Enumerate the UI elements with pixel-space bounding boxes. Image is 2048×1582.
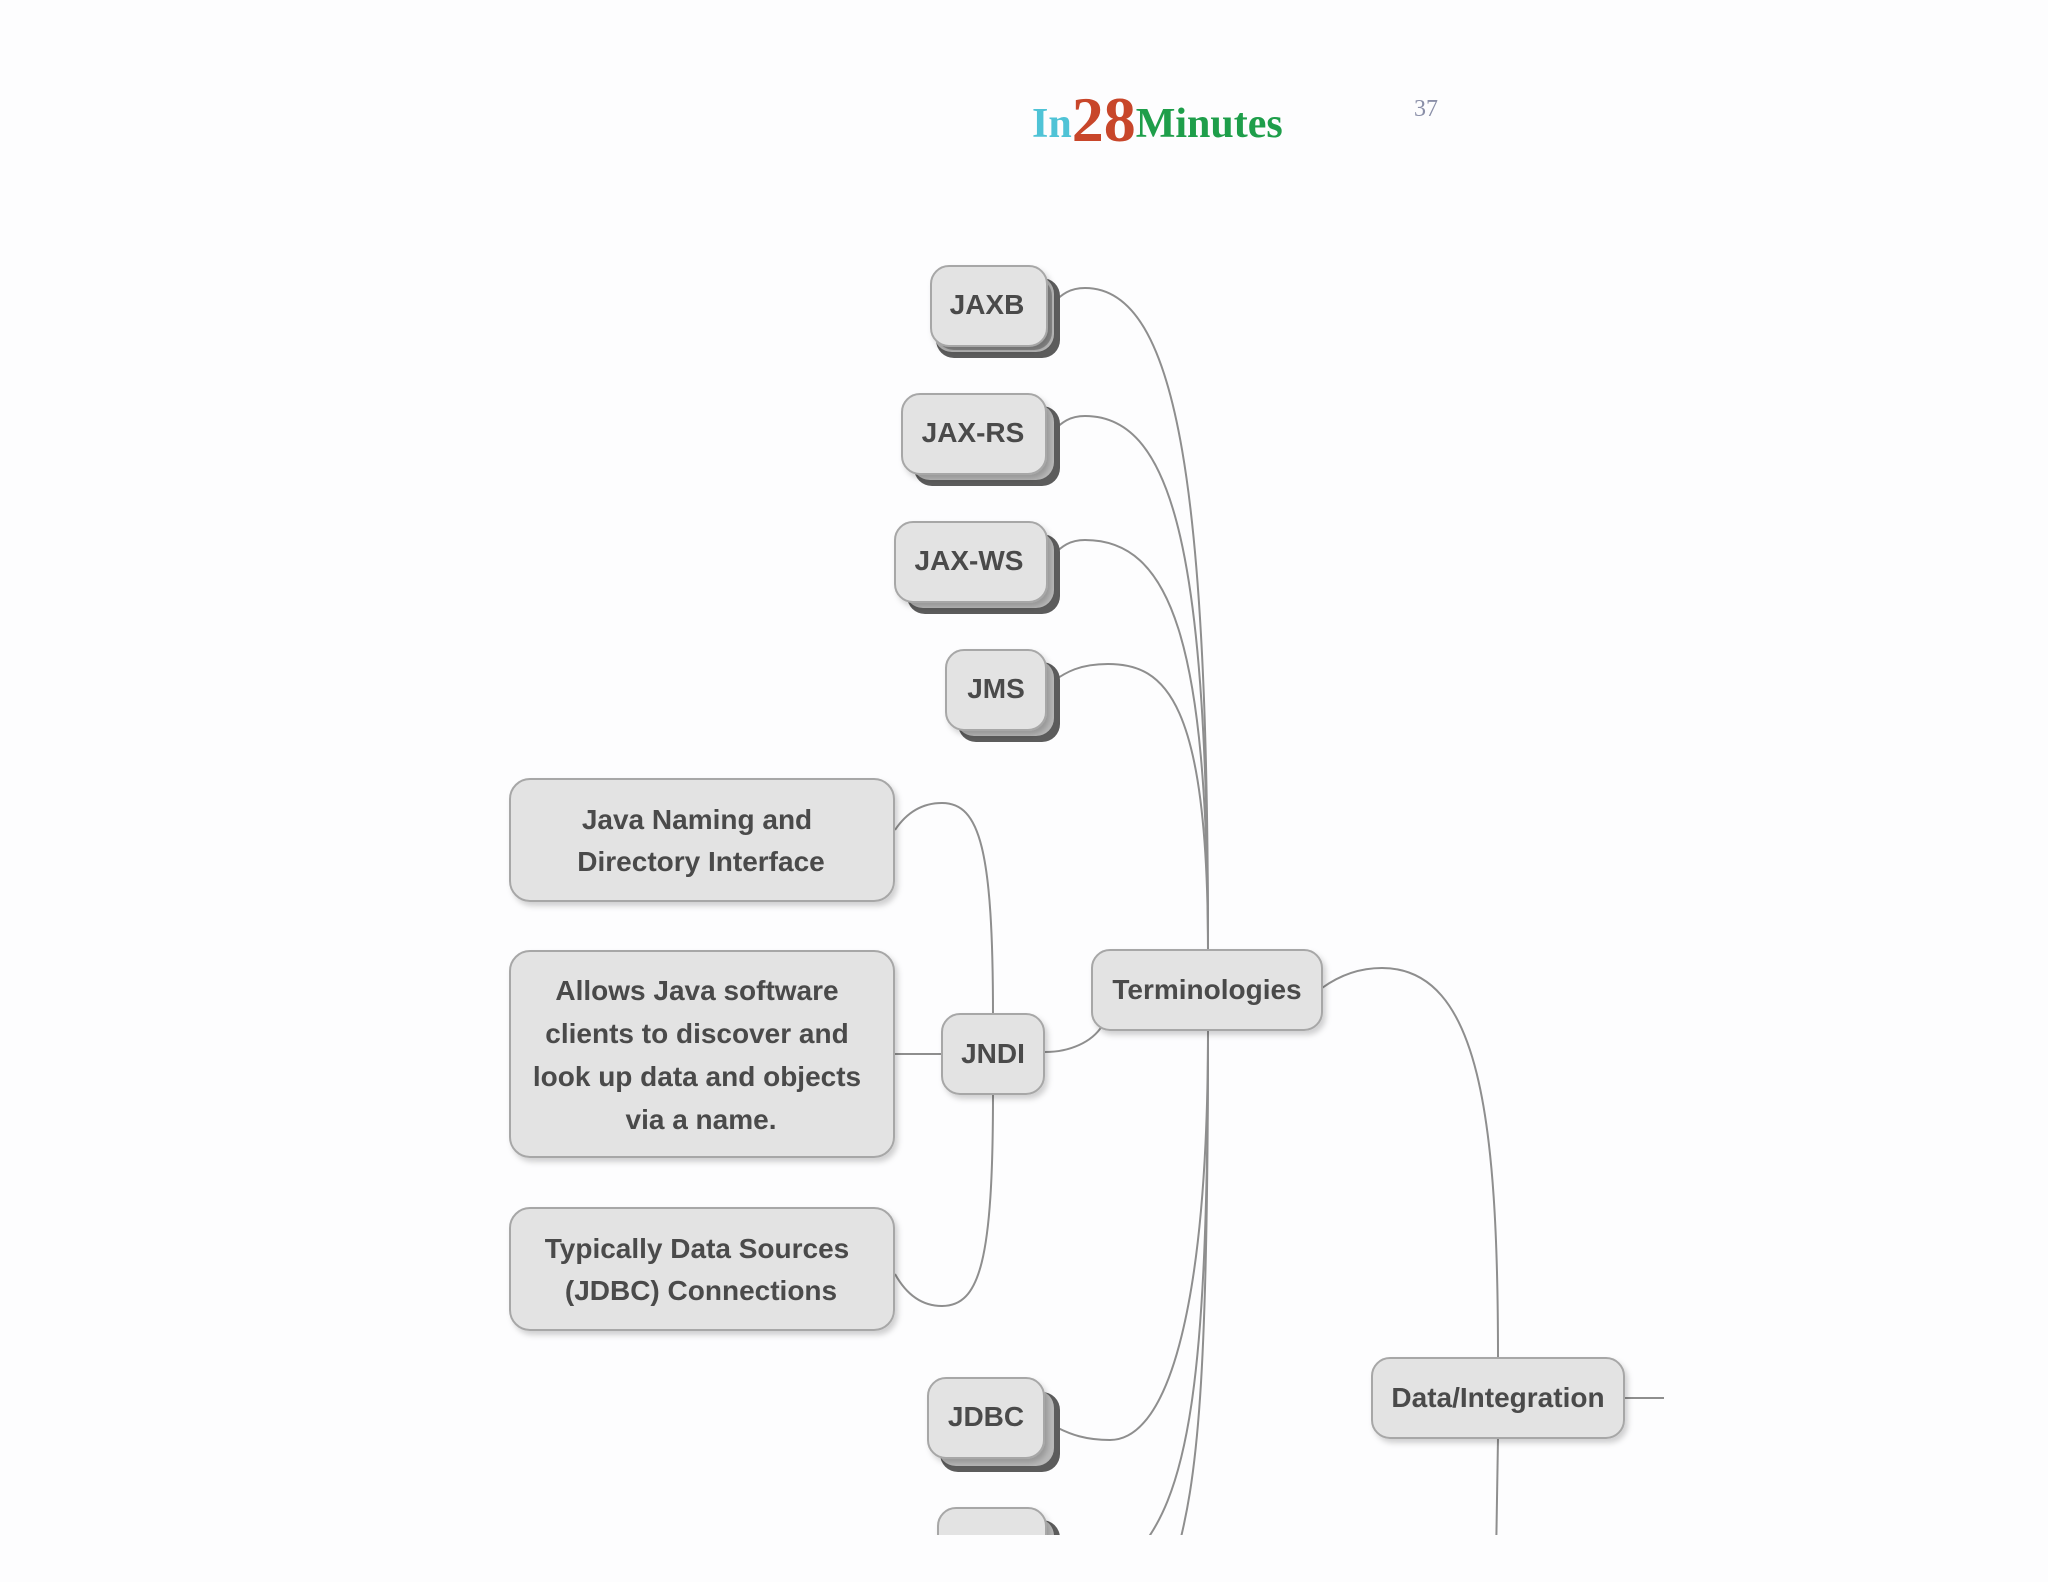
edge-terminologies-data-integration xyxy=(1321,966,1499,1359)
jndi-detail-1-line: Java Naming and xyxy=(582,804,812,835)
jndi-detail-3[interactable]: Typically Data Sources (JDBC) Connection… xyxy=(509,1207,895,1331)
edge-terminologies-jaxrs xyxy=(1051,414,1209,951)
node-data-integration-label: Data/Integration xyxy=(1391,1382,1604,1413)
edge-jndi-detail-3 xyxy=(894,1093,994,1308)
node-jms-label: JMS xyxy=(967,673,1025,704)
node-jndi[interactable]: JNDI xyxy=(941,1013,1045,1095)
jndi-detail-2-line: clients to discover and xyxy=(545,1018,848,1049)
in28minutes-logo: In28Minutes xyxy=(1032,84,1283,152)
node-terminologies-label: Terminologies xyxy=(1112,974,1301,1005)
node-jndi-label: JNDI xyxy=(961,1038,1025,1069)
node-terminologies[interactable]: Terminologies xyxy=(1091,949,1323,1031)
node-jaxb-label: JAXB xyxy=(950,289,1025,320)
logo-minutes: Minutes xyxy=(1135,101,1283,147)
jndi-detail-2-line: look up data and objects xyxy=(533,1061,861,1092)
jndi-detail-1[interactable]: Java Naming and Directory Interface xyxy=(509,778,895,902)
edge-terminologies-jaxws xyxy=(1051,538,1209,951)
edge-terminologies-jdbc xyxy=(1057,1029,1209,1442)
node-jms[interactable]: JMS xyxy=(945,649,1060,742)
node-data-integration[interactable]: Data/Integration xyxy=(1371,1357,1625,1439)
node-jaxws[interactable]: JAX-WS xyxy=(894,521,1060,614)
edge-terminologies-jndi xyxy=(1044,1025,1103,1053)
edge-terminologies-jaxb xyxy=(1051,286,1209,951)
logo-28: 28 xyxy=(1071,84,1136,155)
jndi-detail-2-line: Allows Java software xyxy=(555,975,838,1006)
page-number: 37 xyxy=(1414,96,1438,122)
jndi-detail-2-line: via a name. xyxy=(626,1104,777,1135)
jndi-detail-1-line: Directory Interface xyxy=(577,846,824,877)
edge-jndi-detail-1 xyxy=(894,801,994,1017)
connectors xyxy=(894,286,1664,1535)
node-jaxws-label: JAX-WS xyxy=(915,545,1024,576)
edge-terminologies-more-2 xyxy=(1180,1029,1209,1535)
edge-terminologies-more xyxy=(1148,1029,1209,1535)
edge-data-integration-down xyxy=(1495,1437,1499,1535)
jndi-detail-3-line: Typically Data Sources xyxy=(545,1233,850,1264)
logo-in: In xyxy=(1032,101,1072,147)
node-jdbc[interactable]: JDBC xyxy=(927,1377,1060,1472)
node-jaxrs[interactable]: JAX-RS xyxy=(901,393,1060,486)
jndi-detail-2[interactable]: Allows Java software clients to discover… xyxy=(509,950,895,1158)
node-jdbc-label: JDBC xyxy=(948,1401,1024,1432)
node-jaxb[interactable]: JAXB xyxy=(930,265,1060,358)
jndi-detail-3-line: (JDBC) Connections xyxy=(565,1275,837,1306)
node-partial[interactable] xyxy=(937,1507,1060,1582)
edge-terminologies-jms xyxy=(1051,662,1209,951)
node-jaxrs-label: JAX-RS xyxy=(922,417,1025,448)
